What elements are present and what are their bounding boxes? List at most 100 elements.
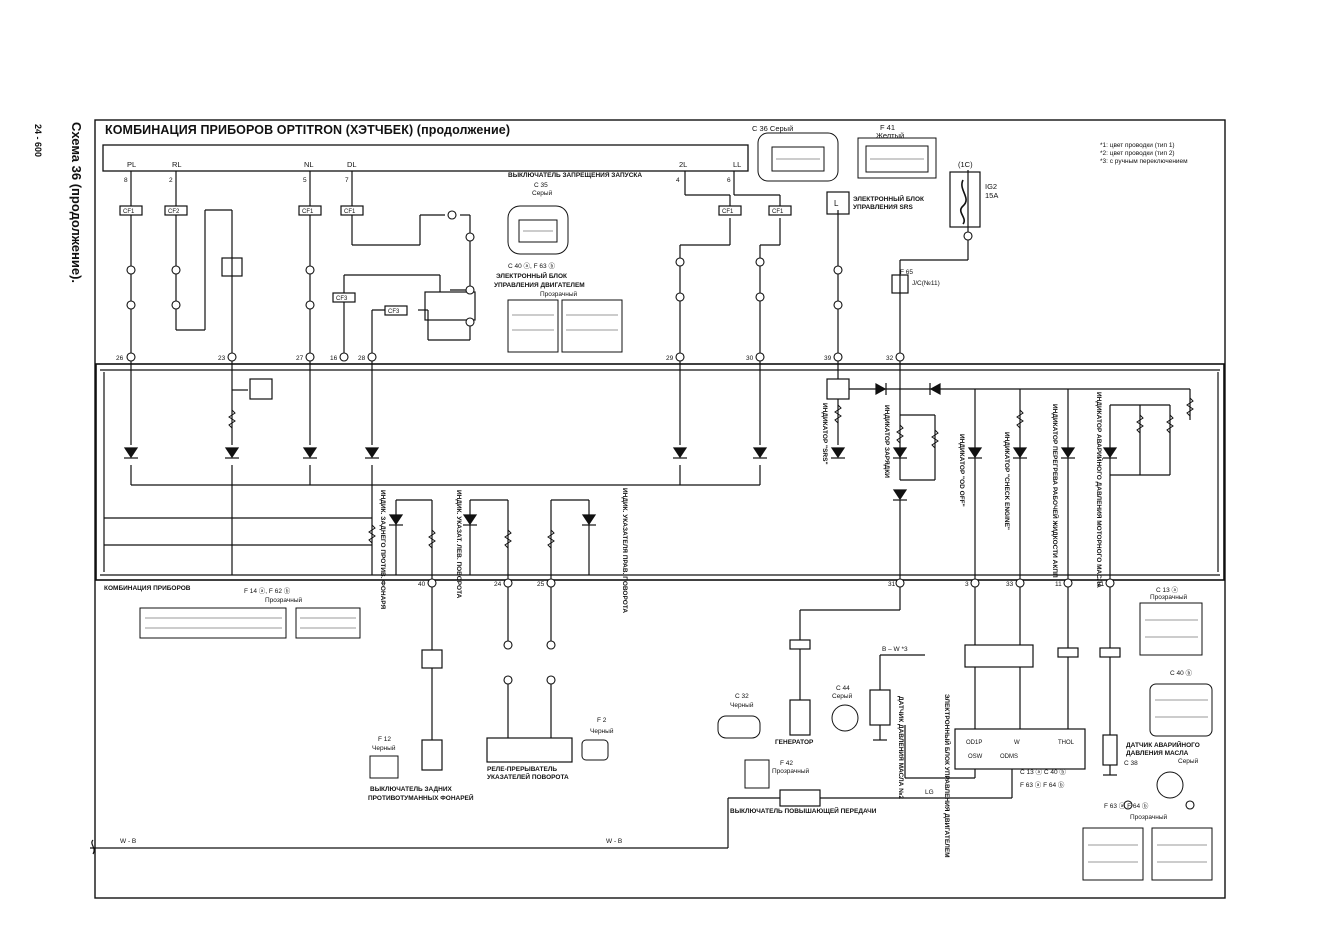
connector-grid-lines <box>145 158 1208 863</box>
svg-text:2: 2 <box>169 177 173 184</box>
label-ecu-engine-2: УПРАВЛЕНИЯ ДВИГАТЕЛЕМ <box>494 282 585 289</box>
ecu-pin-names: OD1P W THOL OSW ODMS <box>966 740 1075 760</box>
label-right-turn: ИНДИК. УКАЗАТЕЛЯ ПРАВ. ПОВОРОТА <box>621 488 628 614</box>
svg-text:6: 6 <box>727 177 731 184</box>
lower-pin-numbers: 40 24 25 31 3 33 11 21 <box>418 581 1105 588</box>
label-fuse-name: IG2 <box>985 182 998 191</box>
resistors <box>228 397 1194 549</box>
label-generator: ГЕНЕРАТОР <box>775 739 814 746</box>
svg-text:16: 16 <box>330 355 338 362</box>
label-transparent2: Прозрачный <box>265 597 303 604</box>
label-f14-f62: F 14 ⓐ, F 62 ⓑ <box>244 588 291 595</box>
svg-text:RL: RL <box>172 160 182 169</box>
svg-text:CF1: CF1 <box>123 209 135 215</box>
svg-text:CF3: CF3 <box>388 309 400 315</box>
label-c40b: C 40 ⓑ <box>1170 670 1193 677</box>
label-wb-right: W - B <box>606 838 623 845</box>
label-left-turn: ИНДИК. УКАЗАТ. ЛЕВ. ПОВОРОТА <box>455 490 462 599</box>
svg-text:CF1: CF1 <box>302 209 314 215</box>
svg-text:33: 33 <box>1006 581 1014 588</box>
label-immo-switch: ВЫКЛЮЧАТЕЛЬ ЗАПРЕЩЕНИЯ ЗАПУСКА <box>508 172 643 179</box>
label-f42: F 42 <box>780 760 794 767</box>
label-fuse-amp: 15A <box>985 191 999 200</box>
label-c35: C 35 <box>534 182 548 189</box>
svg-text:24: 24 <box>494 581 502 588</box>
label-srs-indicator: ИНДИКАТОР "SRS" <box>821 403 828 465</box>
page-title: КОМБИНАЦИЯ ПРИБОРОВ OPTITRON (ХЭТЧБЕК) (… <box>105 123 511 137</box>
top-pin-numbers: 8 2 5 7 4 6 <box>124 177 731 184</box>
svg-text:25: 25 <box>537 581 545 588</box>
svg-text:NL: NL <box>304 160 314 169</box>
label-check-engine: ИНДИКАТОР "CHECK ENGINE" <box>1003 432 1010 531</box>
label-jc11: J/C(№11) <box>912 280 940 287</box>
label-f65: F 65 <box>900 269 914 276</box>
label-grey1: Серый <box>832 693 853 700</box>
label-f63-row: F 63 ⓐ F 64 ⓑ <box>1020 782 1065 789</box>
label-fuse-ref: (1C) <box>958 160 973 169</box>
fuse-symbol <box>959 179 967 225</box>
label-c38: C 38 <box>1124 760 1138 767</box>
svg-text:29: 29 <box>666 355 674 362</box>
lower-wires <box>90 587 1121 855</box>
label-transparent3: Прозрачный <box>772 768 810 775</box>
label-wb-left: W - B <box>120 838 137 845</box>
label-relay-1: РЕЛЕ-ПРЕРЫВАТЕЛЬ <box>487 766 558 773</box>
svg-text:W: W <box>1014 740 1020 746</box>
svg-text:2L: 2L <box>679 160 687 169</box>
label-oil-emerg-2: ДАВЛЕНИЯ МАСЛА <box>1126 750 1189 757</box>
svg-text:27: 27 <box>296 355 304 362</box>
svg-text:39: 39 <box>824 355 832 362</box>
label-black1: Черный <box>372 745 396 752</box>
svg-text:CF1: CF1 <box>722 209 734 215</box>
jc-box-1 <box>221 257 243 277</box>
label-at-temp: ИНДИКАТОР ПЕРЕГРЕВА РАБОЧЕЙ ЖИДКОСТИ АКП… <box>1051 404 1058 578</box>
svg-text:26: 26 <box>116 355 124 362</box>
svg-text:30: 30 <box>746 355 754 362</box>
jc-box-2 <box>891 274 909 294</box>
row-a-pin-numbers: 26 23 27 16 28 29 30 39 32 <box>116 355 894 362</box>
fuse-box <box>949 171 981 228</box>
notes: *1: цвет проводки (тип 1) *2: цвет прово… <box>1100 142 1188 165</box>
svg-text:23: 23 <box>218 355 226 362</box>
label-c13-top: C 13 ⓐ <box>1156 587 1179 594</box>
svg-text:11: 11 <box>1055 581 1062 588</box>
svg-text:LL: LL <box>733 160 741 169</box>
label-fog-switch-2: ПРОТИВОТУМАННЫХ ФОНАРЕЙ <box>368 795 474 802</box>
label-bw3: B – W *3 <box>882 646 908 653</box>
label-c44: C 44 <box>836 685 850 692</box>
label-lg: LG <box>925 789 934 796</box>
svg-text:L: L <box>834 199 839 208</box>
label-overdrive: ВЫКЛЮЧАТЕЛЬ ПОВЫШАЮЩЕЙ ПЕРЕДАЧИ <box>730 808 877 815</box>
svg-text:8: 8 <box>124 177 128 184</box>
svg-text:DL: DL <box>347 160 357 169</box>
label-c40-f63: C 40 ⓐ, F 63 ⓑ <box>508 263 555 270</box>
label-fog-indicator: ИНДИК. ЗАДНЕГО ПРОТИВ. ФОНАРЯ <box>379 490 386 610</box>
connector-faces <box>139 132 1213 881</box>
dlp-box <box>424 291 476 321</box>
label-f12: F 12 <box>378 736 392 743</box>
svg-text:3: 3 <box>965 581 969 588</box>
label-c32: C 32 <box>735 693 749 700</box>
label-f63-f64: F 63 ⓐ F 64 ⓑ <box>1104 803 1149 810</box>
label-fog-switch-1: ВЫКЛЮЧАТЕЛЬ ЗАДНИХ <box>370 786 452 793</box>
label-charge-indicator: ИНДИКАТОР ЗАРЯДКИ <box>883 405 890 478</box>
label-od-off: ИНДИКАТОР "OD OFF" <box>958 434 965 507</box>
svg-text:21: 21 <box>1097 581 1105 588</box>
label-f41: F 41 <box>880 123 896 132</box>
svg-text:OD1P: OD1P <box>966 740 982 746</box>
cluster-housing <box>95 363 1225 581</box>
label-c35-color: Серый <box>532 190 553 197</box>
svg-text:CF1: CF1 <box>344 209 356 215</box>
svg-text:32: 32 <box>886 355 894 362</box>
svg-text:THOL: THOL <box>1058 740 1075 746</box>
cf-connectors <box>119 205 792 316</box>
cluster-internal <box>104 361 1191 579</box>
label-black2: Черный <box>590 728 614 735</box>
label-grey2: Серый <box>1178 758 1199 765</box>
label-oil-indicator: ИНДИКАТОР АВАРИЙНОГО ДАВЛЕНИЯ МОТОРНОГО … <box>1095 392 1102 588</box>
label-ecu-engine-1: ЭЛЕКТРОННЫЙ БЛОК <box>496 273 568 280</box>
svg-text:40: 40 <box>418 581 426 588</box>
svg-text:CF2: CF2 <box>168 209 180 215</box>
srs-connector <box>826 191 850 215</box>
